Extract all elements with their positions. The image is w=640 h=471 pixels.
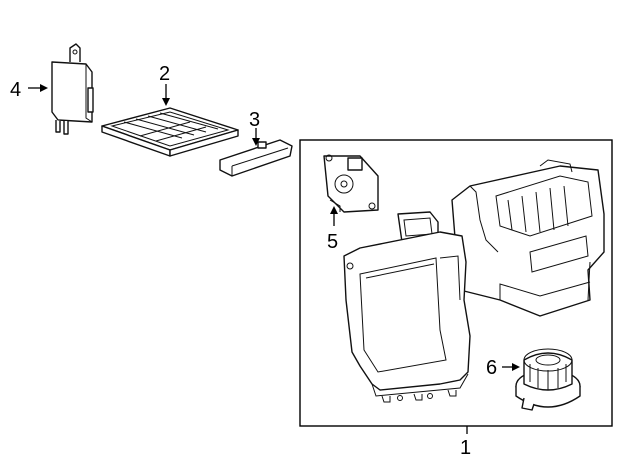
part-5-actuator[interactable] xyxy=(323,154,379,213)
callout-5: 5 xyxy=(327,231,338,253)
callout-4: 4 xyxy=(10,79,21,101)
callout-2: 2 xyxy=(159,63,170,85)
leader-3 xyxy=(252,128,260,146)
assembly-frame xyxy=(299,139,613,427)
callout-6: 6 xyxy=(486,357,497,379)
part-1-hvac-housing[interactable] xyxy=(343,159,605,403)
part-2-cabin-air-filter[interactable] xyxy=(101,107,239,157)
leader-2 xyxy=(162,84,170,106)
leader-4 xyxy=(28,84,48,92)
part-6-blower-motor[interactable] xyxy=(515,348,581,411)
leader-5 xyxy=(330,206,338,226)
part-4-control-module[interactable] xyxy=(51,43,94,135)
part-3-filter-cover[interactable] xyxy=(219,139,293,177)
callout-3: 3 xyxy=(249,109,260,131)
leader-6 xyxy=(502,363,520,371)
callout-1: 1 xyxy=(460,437,471,459)
